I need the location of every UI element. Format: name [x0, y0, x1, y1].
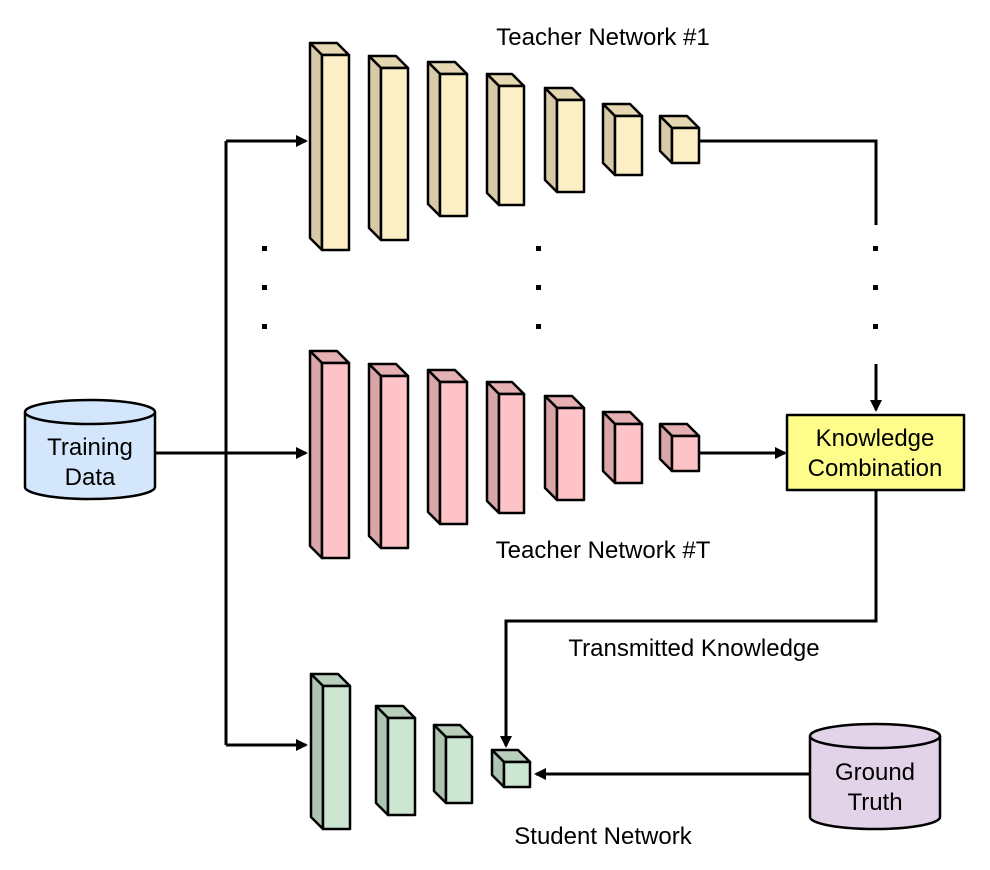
teacher-t-layer-4-front — [497, 392, 526, 515]
training-data-cylinder — [23, 412, 157, 501]
teacher-1-layer-1 — [308, 41, 351, 252]
ground-truth-cylinder — [808, 736, 942, 831]
teacher-1-layer-4 — [485, 72, 526, 207]
teacher-1-layer-7-front — [670, 126, 701, 165]
student-layer-2-front — [386, 716, 417, 817]
teacher-t-layer-1-front — [320, 361, 351, 560]
teacher-t-layer-3-side — [426, 368, 442, 526]
teacher-network-t-label: Teacher Network #T — [496, 537, 711, 564]
ground-truth-label-line2: Truth — [847, 789, 902, 816]
ellipsis-dots — [262, 246, 878, 329]
teacher-t-layer-6 — [601, 410, 644, 485]
student-layer-1 — [309, 672, 352, 831]
student-layer-3-front — [444, 735, 474, 805]
teacher-1-layer-6-side — [601, 102, 617, 177]
student-layer-1-front — [321, 684, 352, 831]
teacher-t-layer-4-side — [485, 380, 501, 515]
teacher-1-layer-6 — [601, 102, 644, 177]
training-data-label-line2: Data — [65, 464, 116, 491]
student-network-label: Student Network — [514, 823, 692, 850]
transmitted-knowledge-label: Transmitted Knowledge — [568, 635, 819, 662]
teacher-t-layer-7 — [658, 422, 701, 473]
teacher-1-layer-3 — [426, 60, 469, 218]
teacher-1-layer-6-front — [613, 114, 644, 177]
teacher-1-layer-7 — [658, 114, 701, 165]
training-data-node: Training Data — [23, 398, 157, 501]
student-layer-4-front — [502, 760, 532, 789]
teacher-1-layer-4-side — [485, 72, 501, 207]
teacher-1-layer-3-front — [438, 72, 469, 218]
teacher-t-layer-2-front — [379, 374, 410, 550]
arrow-transmitted-knowledge — [500, 490, 878, 748]
knowledge-combination-label-line2: Combination — [808, 455, 943, 482]
teacher-1-layer-2-front — [379, 66, 410, 242]
teacher-1-layer-4-front — [497, 84, 526, 207]
teacher-t-layer-1 — [308, 349, 351, 560]
teacher-t-layer-5-side — [543, 394, 559, 502]
teacher-t-layer-6-front — [613, 422, 644, 485]
teacher-1-layer-2 — [367, 54, 410, 242]
teacher-network-1-label: Teacher Network #1 — [496, 24, 709, 51]
knowledge-combination-label-line1: Knowledge — [816, 425, 935, 452]
teacher-t-layer-1-side — [308, 349, 324, 560]
teacher-t-layer-4 — [485, 380, 526, 515]
teacher-t-layer-7-front — [670, 434, 701, 473]
student-layer-1-side — [309, 672, 325, 831]
teacher-1-layer-2-side — [367, 54, 383, 242]
training-data-label-line1: Training — [47, 434, 133, 461]
teacher-t-layer-5-front — [555, 406, 586, 502]
line-teacher-1-output — [700, 139, 878, 225]
teacher-t-layer-5 — [543, 394, 586, 502]
student-network-layers — [309, 672, 532, 831]
knowledge-combination-box — [785, 413, 966, 492]
teacher-t-layer-2-side — [367, 362, 383, 550]
teacher-1-layer-5-front — [555, 98, 586, 194]
ground-truth-label-line1: Ground — [835, 759, 915, 786]
teacher-t-layer-3-front — [438, 380, 469, 526]
student-layer-3-side — [432, 723, 448, 805]
student-layer-2 — [374, 704, 417, 817]
training-data-cylinder-top — [23, 398, 157, 426]
teacher-1-layer-1-side — [308, 41, 324, 252]
teacher-t-layer-6-side — [601, 410, 617, 485]
connectors — [155, 135, 882, 780]
ground-truth-node: Ground Truth — [808, 722, 942, 831]
teacher-1-layer-3-side — [426, 60, 442, 218]
ground-truth-cylinder-top — [808, 722, 942, 750]
teacher-network-t-layers — [308, 349, 701, 560]
student-layer-2-side — [374, 704, 390, 817]
teacher-1-layer-1-front — [320, 53, 351, 252]
student-layer-3 — [432, 723, 474, 805]
teacher-network-1-layers — [308, 41, 701, 252]
knowledge-combination-node: Knowledge Combination — [785, 413, 966, 492]
teacher-1-layer-5-side — [543, 86, 559, 194]
teacher-1-layer-5 — [543, 86, 586, 194]
teacher-t-layer-3 — [426, 368, 469, 526]
student-layer-4 — [490, 748, 532, 789]
teacher-t-layer-2 — [367, 362, 410, 550]
